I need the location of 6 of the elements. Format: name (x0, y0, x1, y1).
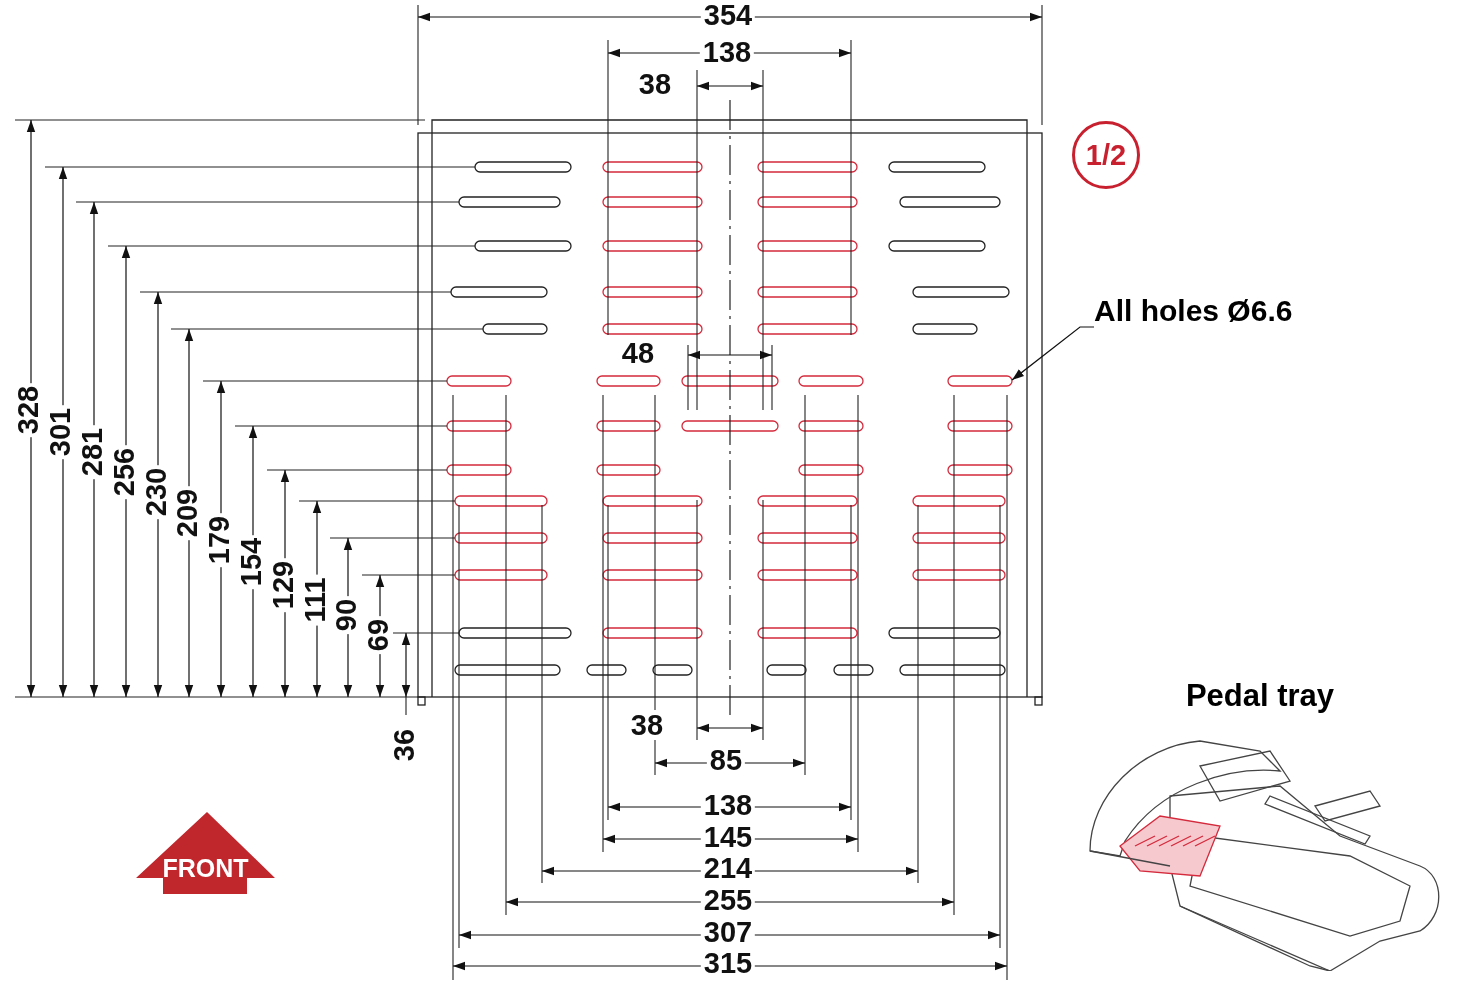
callout-text: All holes Ø6.6 (1094, 294, 1293, 328)
leader-line (1011, 326, 1095, 381)
slot-hole (947, 375, 1013, 387)
arrow-label: FRONT (162, 853, 249, 883)
sheet-number-circle: 1/2 (1072, 121, 1140, 189)
drawing-title: Pedal tray (1185, 678, 1335, 714)
